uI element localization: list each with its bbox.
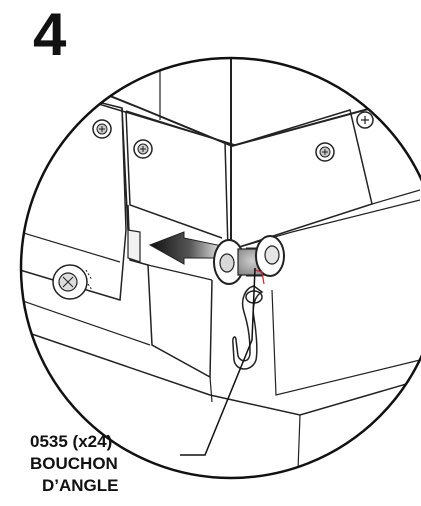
corner-cap-icon xyxy=(213,235,285,285)
screw-icon xyxy=(315,142,335,162)
detail-circle xyxy=(19,56,421,480)
step-number: 4 xyxy=(33,1,67,68)
leader-line xyxy=(180,267,256,456)
screw-icon xyxy=(356,111,374,129)
part-callout: 0535 (x24) BOUCHON D’ANGLE xyxy=(30,431,170,497)
screw-icon xyxy=(92,119,112,139)
knob-icon xyxy=(52,264,93,300)
part-code: 0535 (x24) xyxy=(30,432,113,451)
screw-icon xyxy=(133,139,153,159)
part-name-line1: BOUCHON xyxy=(30,454,118,473)
part-name-line2: D’ANGLE xyxy=(42,476,119,495)
